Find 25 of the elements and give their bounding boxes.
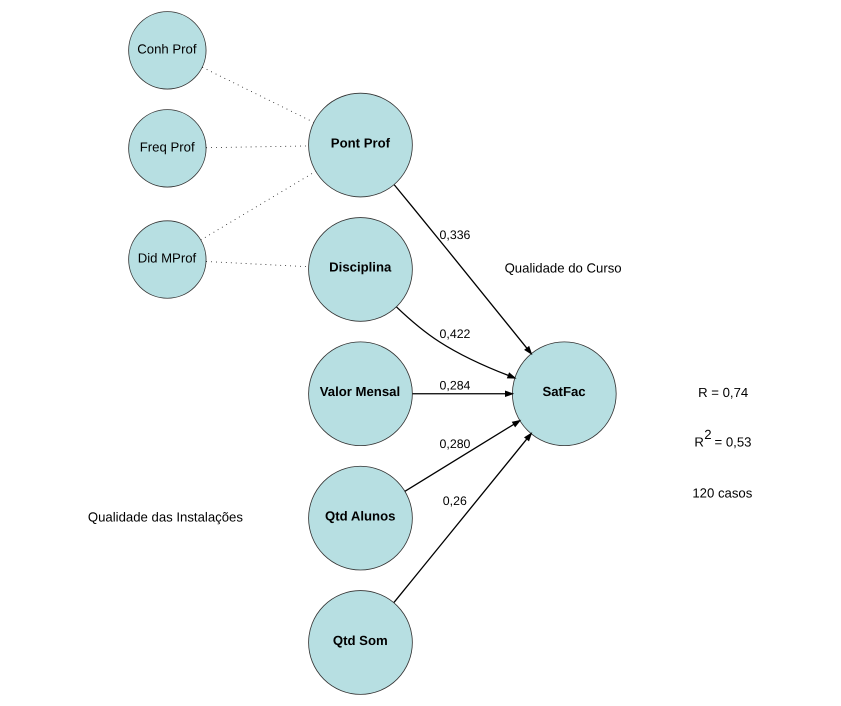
- node-circle: Did MProf: [128, 220, 206, 299]
- node-circle: Qtd Alunos: [308, 466, 412, 570]
- arrow: [412, 390, 514, 397]
- arrow: [404, 420, 521, 492]
- node-circle: Valor Mensal: [308, 341, 412, 446]
- edge-label: 0,422: [439, 326, 470, 341]
- edge-label: 0,336: [439, 228, 470, 242]
- label: 120 casos: [692, 485, 752, 500]
- label: Qualidade das Instalações: [87, 509, 242, 524]
- connector: [205, 261, 309, 268]
- node-circle: Conh Prof: [128, 11, 206, 90]
- connector: [202, 66, 314, 123]
- connector: [200, 170, 316, 240]
- arrow: [392, 432, 532, 603]
- label: R = 0,74: [698, 384, 748, 400]
- edge-label: 0,26: [442, 494, 466, 508]
- arrow: [393, 184, 532, 356]
- node-circle: Disciplina: [308, 217, 412, 322]
- node-circle: Freq Prof: [128, 109, 206, 188]
- node-circle: Pont Prof: [308, 92, 412, 198]
- node-circle: Qtd Som: [308, 590, 412, 695]
- edge-label: 0,284: [439, 378, 470, 393]
- label: Qualidade do Curso: [504, 260, 622, 276]
- arrow: [396, 306, 516, 379]
- edge-label: 0,280: [439, 437, 470, 452]
